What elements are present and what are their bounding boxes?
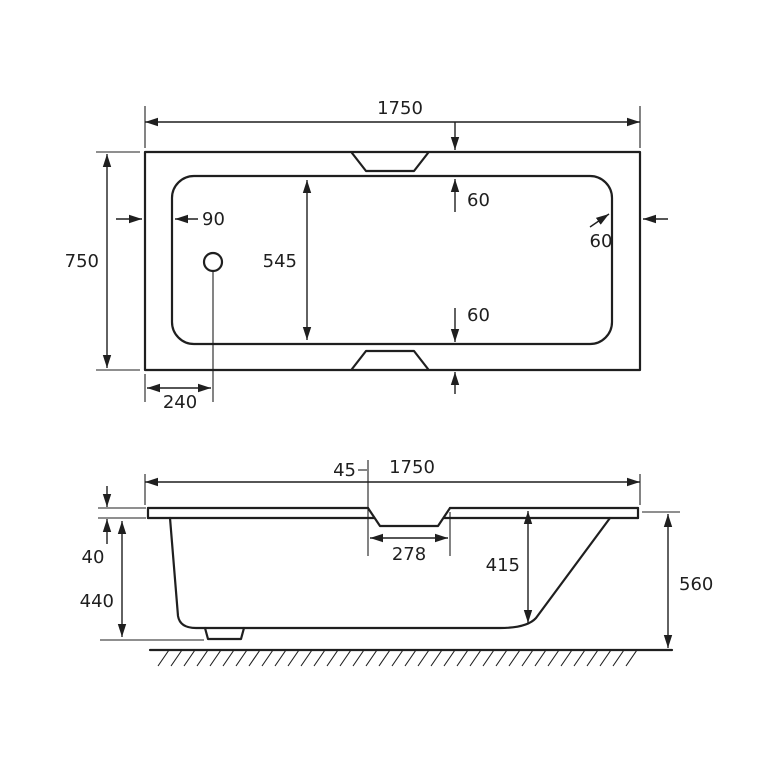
plan-dim-rim-left: 90 (116, 209, 225, 230)
plan-dim-waste-offset: 240 (144, 272, 214, 413)
elev-dim-length: 1750 (144, 457, 641, 505)
plan-rim-right-label: 60 (590, 231, 613, 252)
elev-overall-height-label: 560 (679, 574, 713, 595)
plan-rim-left-label: 90 (202, 209, 225, 230)
plan-bottom-grip-tab (350, 349, 430, 371)
elev-dim-grip-width: 278 (370, 512, 451, 565)
elev-foot (203, 626, 246, 641)
elev-dim-shell-height: 440 (80, 521, 204, 641)
ground-hatching (157, 649, 638, 667)
plan-outer-rim (143, 150, 642, 372)
plan-rim-bottom-label: 60 (467, 305, 490, 326)
elev-shell-profile (168, 516, 612, 630)
elev-grip-offset-label: 45 (333, 460, 356, 481)
elev-dim-overall-height: 560 (642, 511, 713, 648)
elev-rim-height-label: 40 (82, 547, 105, 568)
elev-dim-rim-height: 40 (82, 486, 146, 568)
plan-view: 1750 750 90 545 60 60 (65, 98, 668, 413)
plan-rim-top-label: 60 (467, 190, 490, 211)
elev-dim-inner-depth: 415 (486, 511, 533, 623)
plan-dim-rim-top: 60 (450, 179, 490, 212)
elev-length-label: 1750 (389, 457, 435, 478)
elev-inner-depth-label: 415 (486, 555, 520, 576)
plan-length-label: 1750 (377, 98, 423, 119)
elev-grip-recess (366, 506, 452, 528)
plan-inner-width-label: 545 (263, 251, 297, 272)
elevation-view: 1750 45 278 415 560 (80, 457, 713, 667)
plan-waste-hole (202, 251, 224, 273)
plan-dim-width: 750 (65, 151, 140, 371)
elev-shell-height-label: 440 (80, 591, 114, 612)
elev-grip-width-label: 278 (392, 544, 426, 565)
plan-waste-offset-label: 240 (163, 392, 197, 413)
plan-top-grip-tab (350, 151, 430, 173)
plan-inner-tub (170, 174, 614, 346)
plan-dim-rim-bottom: 60 (450, 305, 490, 394)
elev-dim-grip-offset: 45 (333, 460, 369, 556)
plan-dim-length: 1750 (144, 98, 641, 150)
plan-dim-rim-right: 60 (590, 213, 668, 252)
plan-width-label: 750 (65, 251, 99, 272)
plan-dim-inner-width: 545 (263, 180, 312, 340)
